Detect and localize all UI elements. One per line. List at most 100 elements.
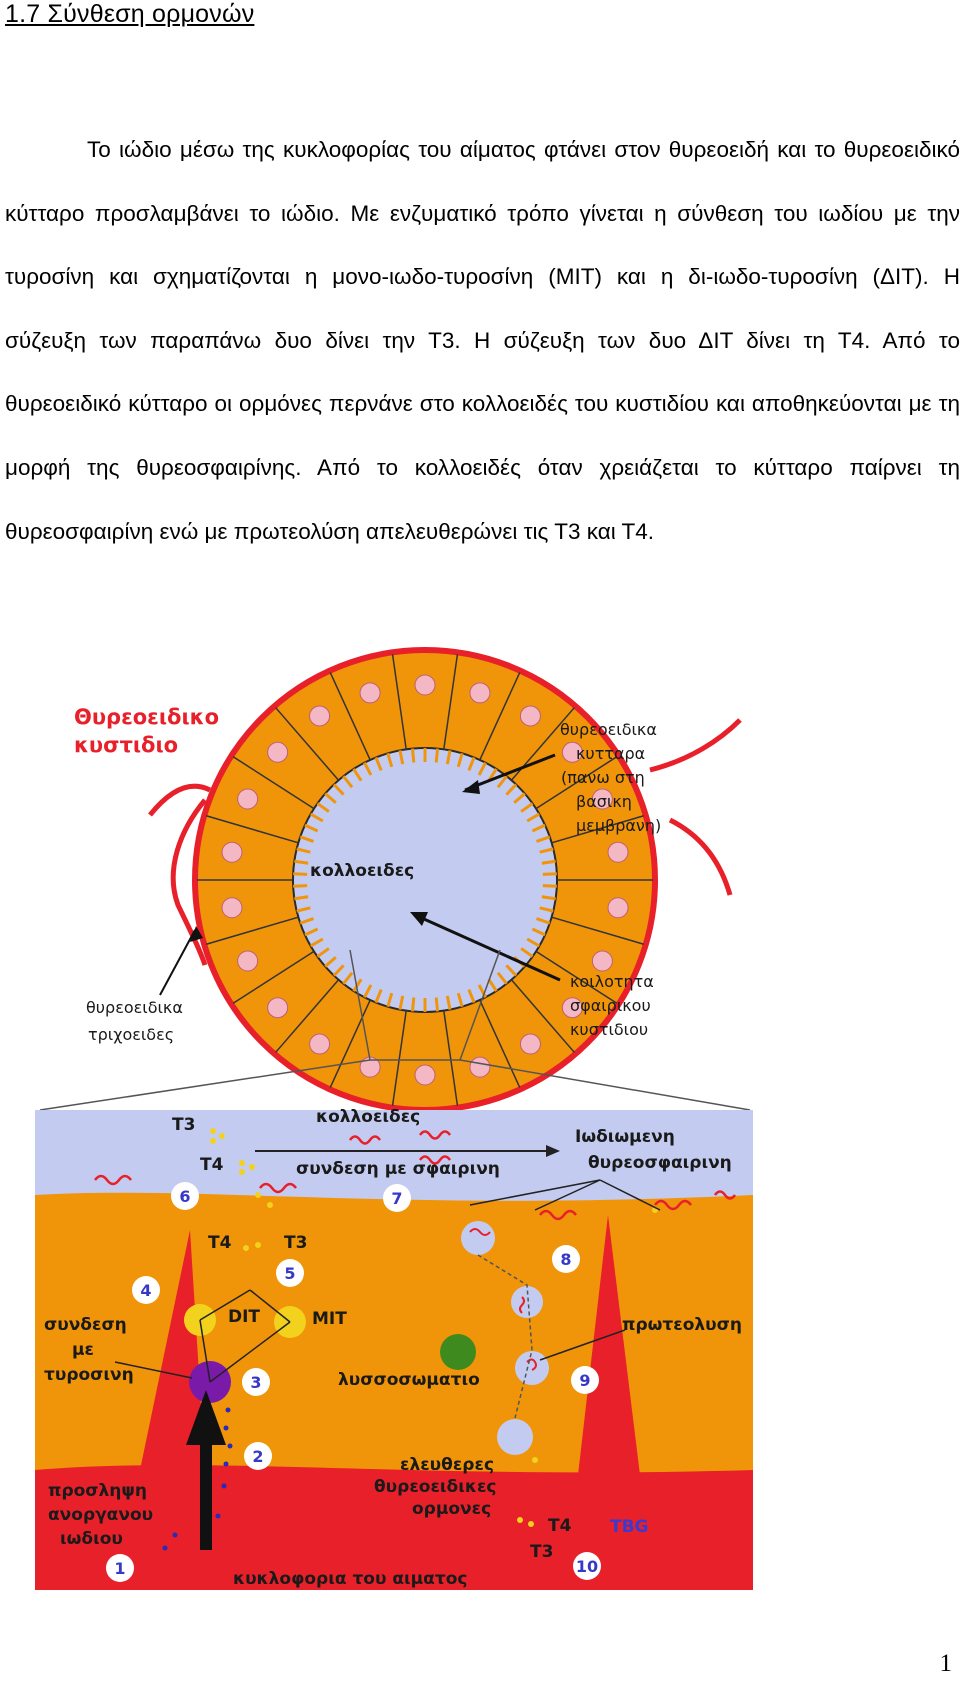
- microvillus: [398, 995, 405, 1010]
- cell-boundary-line: [206, 815, 299, 844]
- microvillus: [293, 884, 308, 888]
- microvillus: [374, 988, 383, 1004]
- iodine-dots: [210, 1128, 658, 1527]
- title-label-1: Θυρεοειδικο: [74, 705, 219, 729]
- microvillus: [467, 988, 476, 1004]
- t3-top-label: T3: [172, 1115, 195, 1135]
- cell-zoom-panel: T3 T4 κολλοειδες συνδεση με σφαιρινη Ιωδ…: [35, 1107, 753, 1590]
- microvillus: [324, 956, 337, 968]
- microvillus: [541, 859, 556, 865]
- proteolysis-label: πρωτεολυση: [622, 1315, 742, 1335]
- microvillus: [294, 895, 309, 901]
- tyrosine-label-1: συνδεση: [44, 1315, 127, 1335]
- step-circle: [383, 1184, 411, 1212]
- lysosome-label: λυσσοσωματιο: [338, 1370, 480, 1390]
- cell-boundary-line: [510, 979, 575, 1053]
- cell-boundary-line: [479, 999, 521, 1088]
- microvillus: [332, 964, 345, 977]
- t4-top-label: T4: [200, 1155, 224, 1175]
- free-hormones-label-3: ορμονες: [412, 1499, 491, 1519]
- cell-nucleus: [469, 682, 491, 704]
- body-text: Το ιώδιο μέσω της κυκλοφορίας του αίματο…: [5, 118, 960, 563]
- cell-boundaries: [197, 654, 653, 1106]
- uptake-label-1: προσληψη: [48, 1481, 147, 1501]
- circulation-label: κυκλοφορια του αιματος: [233, 1569, 467, 1589]
- microvillus: [520, 947, 534, 958]
- cell-boundary-line: [443, 654, 459, 750]
- microvillus: [445, 750, 452, 765]
- uptake-label-3: ιωδιου: [60, 1529, 123, 1549]
- iodinated-label-1: Ιωδιωμενη: [575, 1127, 675, 1147]
- microvillus: [520, 802, 534, 813]
- t3-blood-label: T3: [530, 1542, 553, 1562]
- step-circle: [552, 1245, 580, 1273]
- step-number: 4: [140, 1281, 151, 1300]
- tyrosine-label-3: τυροσινη: [44, 1365, 134, 1385]
- capillary-label-2: τριχοειδες: [88, 1025, 174, 1044]
- cells-arrow: [464, 753, 556, 792]
- cell-boundary-line: [329, 999, 371, 1088]
- cell-boundary-line: [535, 756, 618, 810]
- cell-boundary-line: [275, 979, 340, 1053]
- lysosome: [440, 1334, 476, 1370]
- thyroglobulin-strands: [94, 1130, 737, 1221]
- cavity-arrow: [414, 913, 561, 982]
- microvillus: [542, 872, 557, 876]
- cell-nucleus: [309, 705, 331, 727]
- cell-nucleus: [237, 950, 259, 972]
- microvillus: [296, 906, 311, 913]
- red-boundary-right: [578, 1215, 640, 1475]
- microvillus: [342, 775, 354, 789]
- uptake-arrow: [186, 1390, 226, 1550]
- cavity-label-2: σφαιρικου: [570, 996, 651, 1015]
- step-number: 10: [576, 1557, 598, 1576]
- microvillus: [467, 756, 476, 772]
- zoom-line-left: [39, 1059, 371, 1111]
- microvillus: [536, 917, 551, 925]
- uptake-label-2: ανοργανου: [48, 1505, 153, 1525]
- cells-label-3: (πανω στη: [561, 768, 645, 787]
- microvillus: [531, 823, 546, 833]
- microvillus: [505, 783, 518, 796]
- body-paragraph: Το ιώδιο μέσω της κυκλοφορίας του αίματο…: [5, 137, 960, 544]
- step-number: 1: [114, 1559, 125, 1578]
- section-heading: 1.7 Σύνθεση ορμονών: [5, 0, 255, 28]
- step-number: 9: [579, 1371, 590, 1390]
- microvillus: [536, 835, 551, 843]
- microvillus: [445, 995, 452, 1010]
- microvillus: [386, 992, 394, 1008]
- binding-label: συνδεση με σφαιρινη: [296, 1159, 500, 1179]
- cell-boundary-line: [232, 756, 315, 810]
- step-circle: [571, 1366, 599, 1394]
- microvillus: [304, 927, 319, 937]
- microvillus: [410, 748, 416, 763]
- free-hormones-label-1: ελευθερες: [400, 1455, 494, 1475]
- cell-boundary-line: [232, 950, 315, 1004]
- microvillus: [513, 792, 526, 804]
- microvillus: [316, 947, 330, 958]
- cell-nucleus: [309, 1033, 331, 1055]
- microvillus: [434, 997, 440, 1012]
- page-number: 1: [939, 1650, 953, 1677]
- cavity-label-3: κυστιδιου: [570, 1020, 648, 1039]
- cell-nucleus: [561, 997, 583, 1019]
- cell-boundary-line: [329, 672, 371, 761]
- step-number: 2: [252, 1447, 263, 1466]
- step-circle: [171, 1182, 199, 1210]
- cell-nucleus: [237, 788, 259, 810]
- cells-label-2: κυτταρα: [576, 744, 645, 763]
- tbg-label: TBG: [610, 1517, 649, 1537]
- microvillus: [526, 812, 541, 823]
- cell-nucleus: [267, 741, 289, 763]
- cell-boundary-line: [443, 1010, 459, 1106]
- cells-label-5: μεμβρανη): [576, 816, 661, 835]
- microvillus: [398, 750, 405, 765]
- step-circle: [276, 1259, 304, 1287]
- step-circle: [573, 1552, 601, 1580]
- tyrosine-label-2: με: [72, 1340, 94, 1360]
- cell-nucleus: [591, 788, 613, 810]
- cells-label-1: θυρεοειδικα: [560, 720, 657, 739]
- cell-boundary-line: [391, 1010, 407, 1106]
- step-number: 7: [391, 1189, 402, 1208]
- colloid-label: κολλοειδες: [310, 861, 414, 881]
